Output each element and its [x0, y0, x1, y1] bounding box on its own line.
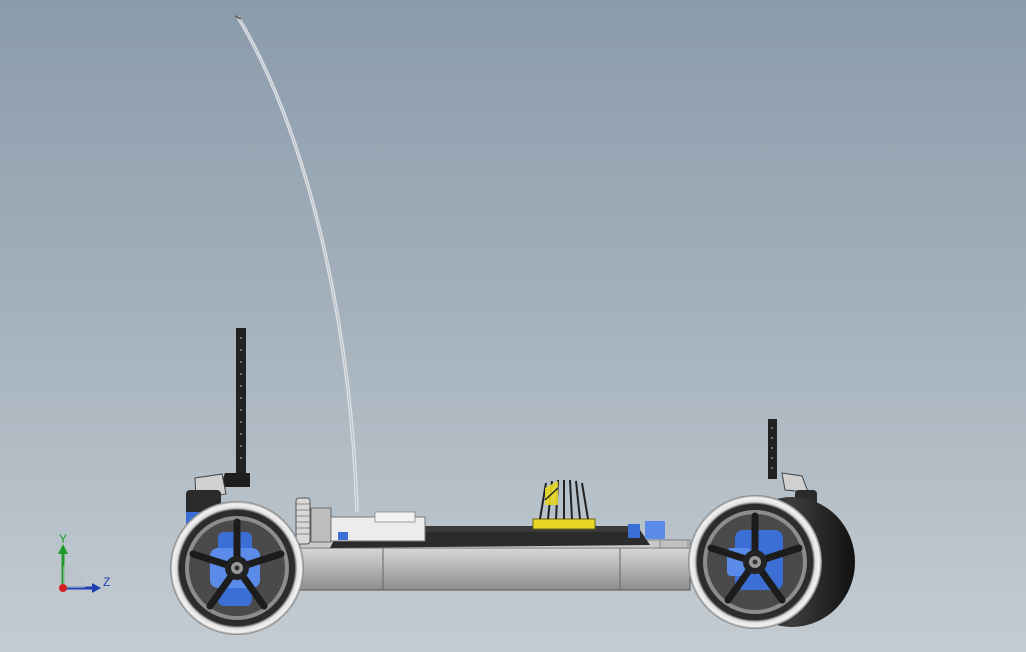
z-axis-label: Z — [103, 575, 111, 589]
front-body-post — [186, 328, 250, 524]
antenna-wire — [236, 16, 359, 513]
front-wheel — [170, 501, 304, 635]
rear-wheel — [688, 495, 855, 629]
y-axis-label: Y — [59, 532, 68, 546]
motor-heatsink — [532, 479, 596, 530]
coordinate-triad — [58, 544, 101, 593]
chassis — [295, 497, 691, 591]
